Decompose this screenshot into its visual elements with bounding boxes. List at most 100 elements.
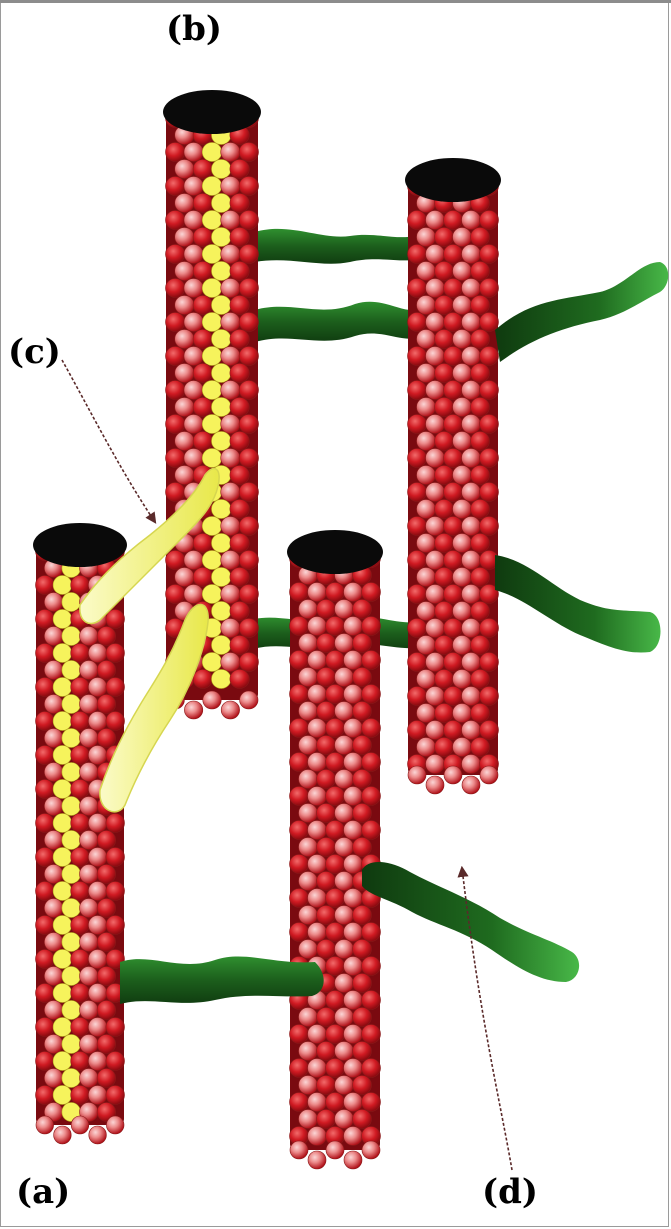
tubulin-bead — [317, 770, 336, 789]
tubulin-bead — [71, 644, 90, 663]
tubulin-bead — [417, 296, 436, 315]
tubulin-bead — [44, 661, 63, 680]
tubulin-bead — [344, 617, 363, 636]
tubulin-bead — [480, 483, 499, 502]
tubulin-bead — [353, 906, 372, 925]
tubulin-bead — [444, 619, 463, 638]
tubulin-bead — [290, 1059, 309, 1078]
tubulin-bead — [417, 330, 436, 349]
tubulin-bead — [480, 245, 499, 264]
tubulin-bead — [97, 967, 116, 986]
tubulin-bead-highlighted — [202, 517, 221, 536]
tubulin-bead-highlighted — [62, 729, 81, 748]
tubulin-bead-highlighted — [53, 848, 72, 867]
tubulin-bead — [435, 364, 454, 383]
tubulin-bead — [462, 313, 481, 332]
tubulin-bead — [426, 245, 445, 264]
tubulin-bead — [335, 634, 354, 653]
tubulin-bead — [230, 398, 249, 417]
tubulin-bead — [44, 831, 63, 850]
tubulin-bead — [221, 517, 240, 536]
tubulin-bead — [326, 1141, 344, 1159]
tubulin-bead — [335, 1008, 354, 1027]
tubulin-bead — [221, 313, 240, 332]
tubulin-bead — [239, 245, 258, 264]
arrow-c — [62, 360, 155, 522]
tubulin-bead — [193, 160, 212, 179]
tubulin-bead — [80, 967, 99, 986]
tubulin-bead — [408, 449, 427, 468]
tubulin-bead — [89, 1126, 107, 1144]
tubulin-bead-highlighted — [202, 211, 221, 230]
tubulin-bead — [426, 551, 445, 570]
tubulin-bead — [193, 398, 212, 417]
tubulin-bead — [471, 738, 490, 757]
tubulin-bead — [175, 568, 194, 587]
tubulin-bead — [299, 1076, 318, 1095]
tubulin-bead — [184, 279, 203, 298]
tubulin-bead — [299, 770, 318, 789]
tubulin-bead — [230, 636, 249, 655]
tubulin-bead — [166, 585, 185, 604]
tubulin-bead — [221, 701, 239, 719]
tubulin-bead — [344, 1059, 363, 1078]
tubulin-bead — [426, 211, 445, 230]
tubulin-bead — [326, 821, 345, 840]
tubulin-bead — [80, 1069, 99, 1088]
tubulin-bead — [417, 262, 436, 281]
tubulin-bead — [290, 1141, 308, 1159]
tubulin-bead — [326, 719, 345, 738]
tubulin-bead — [36, 780, 55, 799]
tubulin-bead — [344, 855, 363, 874]
tubulin-bead-highlighted — [202, 177, 221, 196]
tubulin-bead — [80, 763, 99, 782]
tubulin-bead — [106, 882, 125, 901]
tubule-cap — [405, 158, 501, 202]
tubulin-bead-highlighted — [202, 449, 221, 468]
tubulin-bead — [462, 653, 481, 672]
tubulin-bead — [462, 449, 481, 468]
tubule-cap — [163, 90, 261, 134]
tubulin-bead-highlighted — [53, 780, 72, 799]
tubulin-bead — [71, 576, 90, 595]
tubulin-bead — [480, 517, 499, 536]
tubulin-bead — [106, 712, 125, 731]
tubulin-bead — [193, 228, 212, 247]
tubulin-bead — [353, 1008, 372, 1027]
tubule-cap — [33, 523, 127, 567]
tubulin-bead-highlighted — [212, 534, 231, 553]
tubulin-bead — [71, 1086, 90, 1105]
tubulin-bead — [426, 755, 445, 774]
tubulin-bead — [166, 177, 185, 196]
tubulin-bead — [317, 1042, 336, 1061]
tubulin-bead-highlighted — [212, 330, 231, 349]
tubulin-bead — [353, 634, 372, 653]
tubulin-bead-highlighted — [53, 984, 72, 1003]
tubulin-bead — [299, 940, 318, 959]
tubulin-bead — [471, 500, 490, 519]
tubulin-bead — [239, 211, 258, 230]
tubulin-bead-highlighted — [62, 593, 81, 612]
tubulin-bead — [71, 1018, 90, 1037]
tubulin-bead — [221, 211, 240, 230]
tubulin-bead — [230, 194, 249, 213]
tubulin-bead — [362, 651, 381, 670]
tubulin-bead — [97, 1001, 116, 1020]
tubulin-bead — [88, 678, 107, 697]
tubulin-bead — [444, 279, 463, 298]
tubulin-bead — [44, 763, 63, 782]
tubulin-bead — [88, 814, 107, 833]
tubulin-bead — [471, 432, 490, 451]
tubulin-bead — [435, 330, 454, 349]
tubulin-bead — [44, 899, 63, 918]
tubulin-bead — [353, 804, 372, 823]
tubulin-bead — [166, 347, 185, 366]
tubulin-bead — [193, 670, 212, 689]
tubulin-bead — [44, 865, 63, 884]
tubulin-bead — [80, 627, 99, 646]
tubulin-bead — [44, 593, 63, 612]
tubulin-bead — [184, 585, 203, 604]
tubulin-bead — [239, 619, 258, 638]
tubulin-bead — [335, 736, 354, 755]
tubulin-bead — [106, 1086, 125, 1105]
